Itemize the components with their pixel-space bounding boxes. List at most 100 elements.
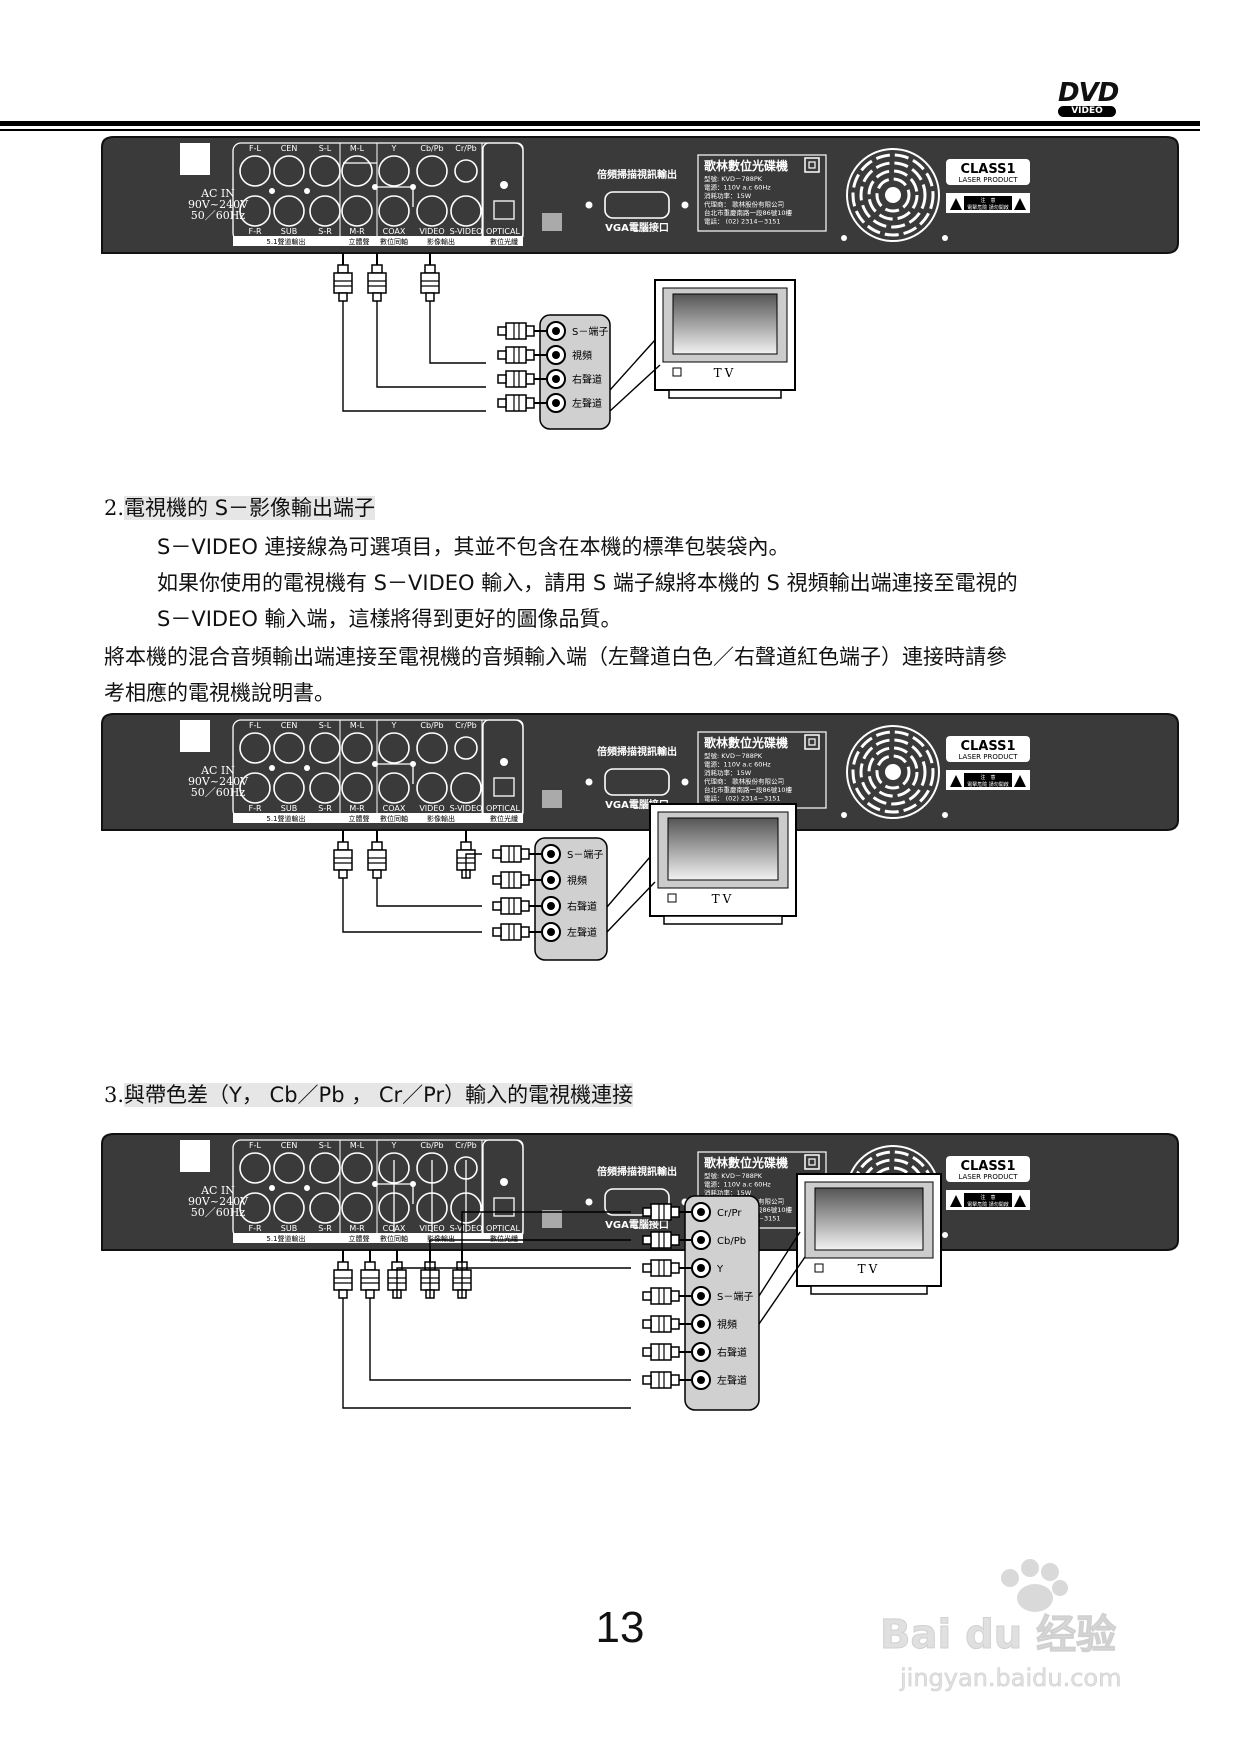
double-insulation-inner [808, 161, 816, 169]
freq-label: 50／60Hz [191, 786, 246, 799]
jack-bottom [273, 772, 305, 804]
spec-line: 電話： (02) 2314－3151 [704, 217, 781, 226]
section3-number: 3. [104, 1083, 125, 1107]
tv-input-jack-center [697, 1292, 705, 1300]
tv-input-label: 左聲道 [572, 397, 602, 410]
warning-triangle-left [950, 198, 962, 210]
tv-input-jack-center [552, 375, 560, 383]
plug-boot [642, 1347, 652, 1357]
plug-collar [670, 1290, 680, 1302]
spec-line: 代理商： 歌林股份有限公司 [704, 200, 784, 209]
fan-hub [885, 187, 901, 203]
jack-label-top: Y [391, 1141, 397, 1150]
tv-power-button [672, 367, 682, 377]
double-insulation-inner [808, 1158, 816, 1166]
vga-port [604, 768, 670, 796]
tv-input-label: Cr/Pr [717, 1208, 742, 1219]
plug-collar [670, 1234, 680, 1246]
panel-foot-right [942, 1232, 948, 1238]
tv-power-button [814, 1263, 824, 1273]
tv-input-label: Y [716, 1264, 724, 1275]
power-switch [180, 143, 210, 175]
plug-boot [497, 326, 507, 336]
vga-port [604, 191, 670, 219]
spec-line: 消耗功率：15W [704, 768, 752, 777]
panel-foot-right [942, 235, 948, 241]
jack-label-bottom: M-R [349, 804, 365, 813]
tv-input-jack-center [697, 1264, 705, 1272]
group-label: 立體聲 [349, 1234, 370, 1243]
ac-in-label: AC IN [200, 1184, 235, 1197]
jack-top [309, 1152, 341, 1184]
cable [396, 1267, 631, 1298]
jack-bottom [239, 1192, 271, 1224]
header-rule-thick [0, 121, 1200, 126]
jack-label-bottom: SUB [281, 1224, 297, 1233]
jack-top [341, 732, 373, 764]
tv-input-label: 視頻 [572, 349, 592, 362]
jack-label-top: S-L [319, 144, 332, 153]
compliance-mark [542, 1210, 562, 1228]
plug-boot [372, 869, 382, 879]
jack-label-top: S-L [319, 1141, 332, 1150]
group-label: 立體聲 [349, 814, 370, 823]
plug-boot [338, 1289, 348, 1299]
tv-input-label: S－端子 [572, 325, 608, 338]
jack-label-bottom: F-R [248, 227, 261, 236]
jack-bottom [309, 772, 341, 804]
jack-bottom [273, 1192, 305, 1224]
vga-screw-right [681, 201, 689, 209]
plug-collar [520, 900, 530, 912]
brand-name: 歌林數位光碟機 [704, 158, 788, 173]
jack-top [239, 155, 271, 187]
fan-ring [875, 177, 911, 213]
class1-label [946, 159, 1030, 185]
panel-link [375, 186, 414, 207]
group-label: 影像輸出 [427, 1234, 455, 1243]
spec-line: 台北市重慶南路一段86號10樓 [704, 785, 793, 794]
section2-line-5: 考相應的電視機說明書。 [104, 681, 335, 705]
jack-top [341, 155, 373, 187]
tv-input-label: 視頻 [717, 1318, 737, 1331]
warning-box [964, 1193, 1012, 1207]
vga-screw-left [585, 1198, 593, 1206]
tv-input-jack-center [697, 1208, 705, 1216]
tv-label: TV [858, 1262, 881, 1276]
plug-collar [670, 1346, 680, 1358]
tv-input-label: 左聲道 [567, 926, 597, 939]
plug-body [505, 394, 527, 412]
tv-input-label: S－端子 [717, 1290, 753, 1303]
plug-body [650, 1315, 672, 1333]
compliance-mark [542, 213, 562, 231]
fan-grille [846, 725, 940, 819]
warning-text-1: 注 意 [980, 774, 995, 781]
jack-label-bottom: SUB [281, 804, 297, 813]
jack-label-bottom: COAX [383, 227, 406, 236]
jack-bottom [309, 1192, 341, 1224]
tv-screen [667, 817, 779, 881]
group-label: 數位光纖 [490, 814, 518, 823]
fan-ring [859, 161, 927, 229]
jack-label-top: Cr/Pb [455, 1141, 476, 1150]
section2-line-3: S－VIDEO 輸入端，這樣將得到更好的圖像品質。 [157, 607, 622, 631]
plug-collar [670, 1374, 680, 1386]
plug-body [505, 346, 527, 364]
warning-triangle-left [950, 775, 962, 787]
video-logo-text: VIDEO [1058, 106, 1116, 117]
jack-bottom [450, 772, 482, 804]
spec-line: 電源：110V a.c 60Hz [704, 760, 771, 769]
plug-body [650, 1203, 672, 1221]
optical-port [493, 1197, 515, 1217]
tv-input-jack-center [697, 1320, 705, 1328]
jack-top [309, 155, 341, 187]
optical-port [493, 777, 515, 797]
warning-triangle-right [1014, 1195, 1026, 1207]
spec-line: 消耗功率：15W [704, 191, 752, 200]
plug-collar [670, 1206, 680, 1218]
jack-bottom [341, 195, 373, 227]
tv-input-jack-center [552, 351, 560, 359]
spec-line: 電源：110V a.c 60Hz [704, 1180, 771, 1189]
plug-body [650, 1343, 672, 1361]
laser-product-text: LASER PRODUCT [958, 753, 1018, 761]
